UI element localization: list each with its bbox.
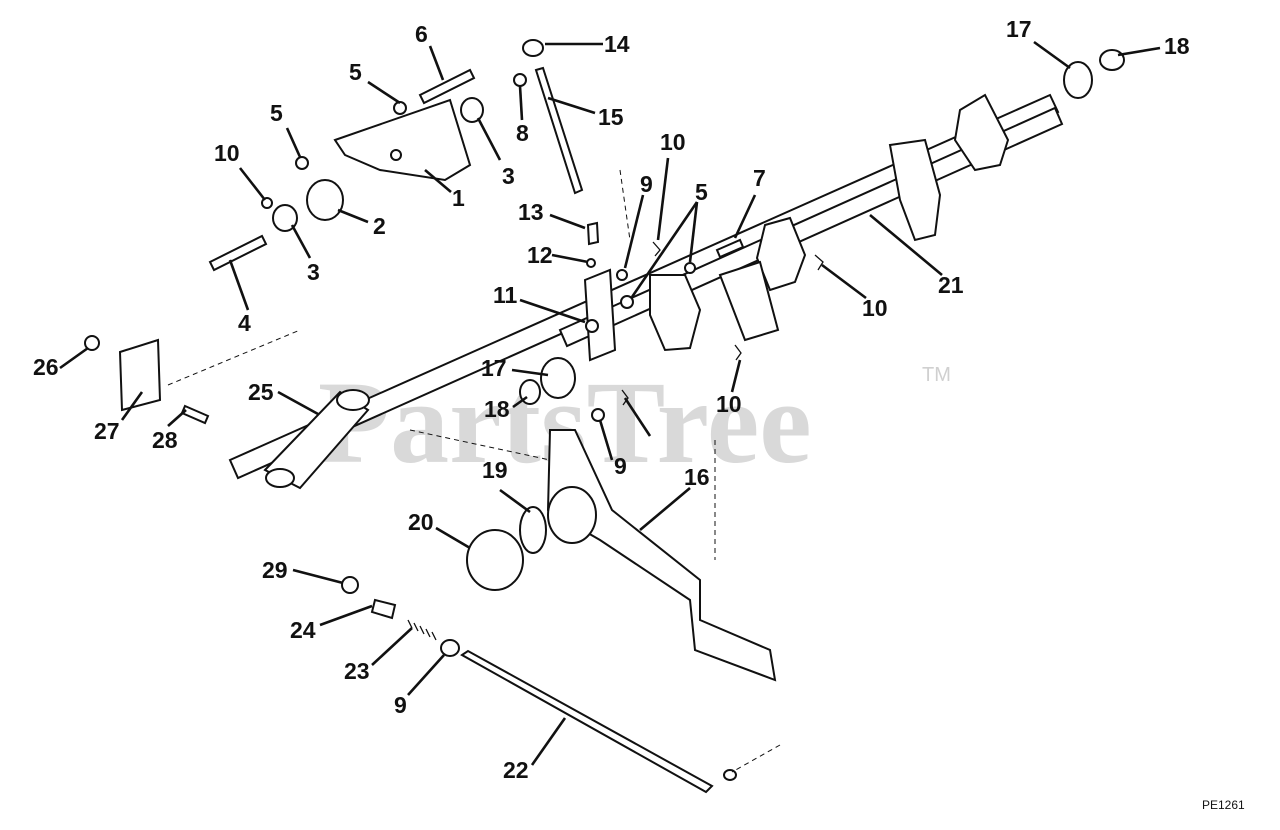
callout-27: 27	[94, 418, 120, 444]
pedal-bore	[547, 486, 597, 544]
flange-bearing	[466, 529, 524, 591]
pivot-hole	[585, 319, 599, 333]
compression-spring	[407, 619, 437, 641]
callout-26: 26	[33, 354, 59, 380]
support-bracket	[333, 98, 472, 182]
callout-10: 10	[716, 391, 742, 417]
bracket-hole	[390, 149, 402, 161]
mount-bracket	[118, 338, 162, 412]
pivot-bracket	[583, 268, 617, 362]
cotter-pin-lower	[734, 344, 742, 361]
control-rod	[534, 66, 584, 195]
drawing-code: PE1261	[1202, 798, 1245, 812]
cotter-pin-center	[621, 389, 629, 406]
ferrule	[522, 39, 544, 57]
nut-left	[295, 156, 309, 170]
callout-3: 3	[502, 163, 515, 189]
callout-20: 20	[408, 509, 434, 535]
leader-lines	[59, 40, 1161, 766]
callout-18: 18	[484, 396, 510, 422]
callout-17: 17	[1006, 16, 1032, 42]
callout-19: 19	[482, 457, 508, 483]
washer-bottom	[440, 639, 460, 657]
alignment-line-5	[409, 429, 551, 461]
callout-5: 5	[695, 179, 708, 205]
callout-8: 8	[516, 120, 529, 146]
callout-12: 12	[527, 242, 553, 268]
lever-bore	[336, 389, 370, 411]
snap-ring	[519, 506, 547, 554]
watermark-trademark: TM	[922, 364, 951, 386]
washer-upper	[460, 97, 484, 123]
shaft-flange-middle	[755, 216, 807, 292]
callout-13: 13	[518, 199, 544, 225]
alignment-line-4	[731, 744, 781, 773]
shaft-bushing-top	[1063, 61, 1093, 99]
cotter-pin-top	[652, 241, 661, 257]
callout-5: 5	[270, 100, 283, 126]
callout-25: 25	[248, 379, 274, 405]
callout-15: 15	[598, 104, 624, 130]
part-drawings	[84, 39, 1125, 794]
shaft-flange-upper	[953, 93, 1010, 172]
spring-spacer	[370, 598, 397, 620]
clevis-pin	[586, 221, 600, 246]
clip-pin	[513, 73, 527, 87]
callout-22: 22	[503, 757, 529, 783]
shaft-block	[718, 260, 780, 342]
callout-23: 23	[344, 658, 370, 684]
carriage-bolt	[180, 404, 210, 425]
retaining-ring-top	[1099, 49, 1125, 71]
callout-17: 17	[481, 355, 507, 381]
callout-29: 29	[262, 557, 288, 583]
lever-end	[265, 468, 295, 488]
lock-nut	[84, 335, 100, 351]
callout-10: 10	[862, 295, 888, 321]
nut-upper	[393, 101, 407, 115]
callout-labels: 6 14 5 17 18 8 15 5 3 10 10 1 9 5 7 2 21…	[33, 16, 1190, 783]
brake-pedal-arm	[546, 429, 777, 682]
callout-4: 4	[238, 310, 251, 336]
callout-5: 5	[349, 59, 362, 85]
alignment-line-1	[167, 329, 301, 386]
bolt-mid	[715, 238, 745, 259]
nut-right	[684, 262, 696, 274]
callout-7: 7	[753, 165, 766, 191]
brake-rod	[460, 649, 714, 794]
jam-nut	[341, 576, 359, 594]
callout-24: 24	[290, 617, 316, 643]
callout-3: 3	[307, 259, 320, 285]
nut-mid	[620, 295, 634, 309]
callout-28: 28	[152, 427, 178, 453]
shaft-arm	[888, 138, 942, 242]
hair-pin	[586, 258, 596, 268]
callout-16: 16	[684, 464, 710, 490]
callout-11: 11	[493, 282, 518, 308]
callout-1: 1	[452, 185, 465, 211]
cotter-pin-left	[261, 197, 273, 209]
shaft-flange-lower	[649, 274, 702, 352]
callout-9: 9	[394, 692, 407, 718]
bolt-long	[208, 234, 268, 272]
alignment-line-2	[619, 169, 631, 241]
callout-9: 9	[640, 171, 653, 197]
spacer-bushing	[306, 179, 344, 221]
rod-end	[723, 769, 737, 781]
cotter-pin-right	[814, 254, 824, 271]
callout-6: 6	[415, 21, 428, 47]
bolt-upper	[418, 68, 476, 105]
callout-14: 14	[604, 31, 630, 57]
callout-21: 21	[938, 272, 964, 298]
shaft-bushing-center	[540, 357, 576, 399]
callout-18: 18	[1164, 33, 1190, 59]
callout-2: 2	[373, 213, 386, 239]
washer-center	[591, 408, 605, 422]
washer-lower	[272, 204, 298, 232]
washer-mid	[616, 269, 628, 281]
callout-10: 10	[214, 140, 240, 166]
main-shaft	[228, 93, 1060, 480]
callout-10: 10	[660, 129, 686, 155]
callout-9: 9	[614, 453, 627, 479]
